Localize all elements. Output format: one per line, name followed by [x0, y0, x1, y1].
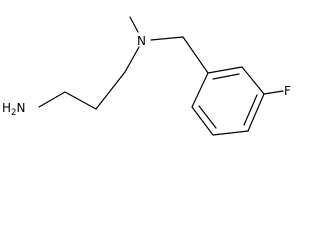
bond-ring-fluorine — [263, 90, 284, 95]
ring-double-bond-2 — [243, 94, 258, 126]
bond-c2-c3 — [95, 71, 126, 110]
bond-n-methyl — [129, 16, 139, 33]
nitrogen-label: N — [137, 34, 146, 48]
ring-bond-5 — [191, 106, 214, 136]
ring-bond-2 — [241, 66, 265, 95]
amine-label: H2N — [2, 101, 25, 118]
ring-bond-3 — [247, 93, 265, 132]
chemical-structure: H2N N F — [2, 16, 291, 136]
ring-bond-6 — [191, 72, 209, 108]
ring-double-bond-1 — [212, 73, 240, 80]
bond-n-benzyl — [150, 36, 184, 41]
bond-c3-n — [124, 46, 140, 73]
ring-bond-4 — [212, 130, 249, 136]
bond-c1-c2 — [64, 91, 97, 110]
bond-amine-c1 — [38, 91, 66, 108]
bond-benzyl-ring — [182, 36, 209, 74]
ring-double-bond-3 — [198, 105, 217, 129]
ring-bond-1 — [207, 66, 243, 74]
fluorine-label: F — [284, 84, 291, 98]
